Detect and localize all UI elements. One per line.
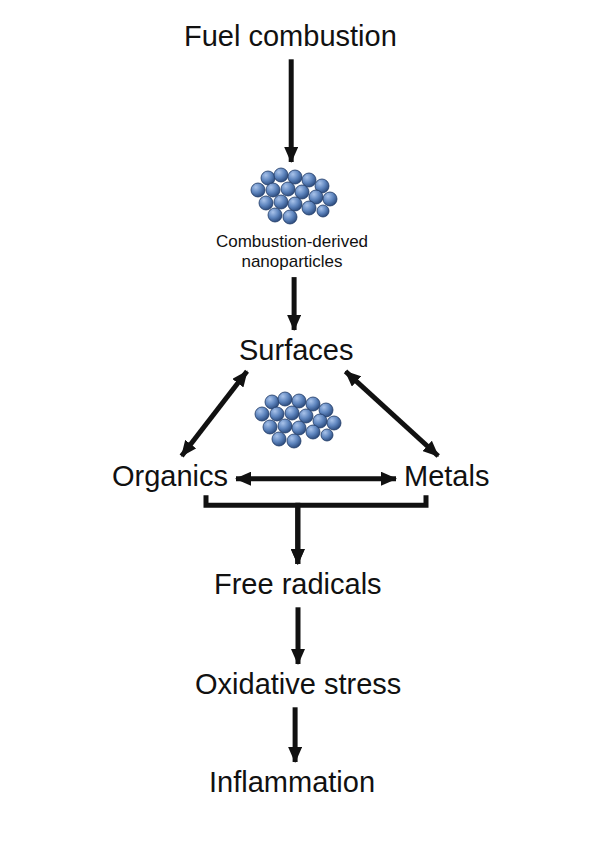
stage-label: Surfaces	[239, 334, 353, 367]
stage-label: Organics	[112, 460, 228, 493]
stage-text: Organics	[112, 460, 228, 493]
nanoparticle-cluster	[250, 390, 342, 450]
flow-arrow	[298, 495, 426, 564]
stage-text: Fuel combustion	[184, 20, 397, 53]
particle-node: Combustion-derived nanoparticles	[192, 166, 392, 271]
flow-arrow	[289, 59, 294, 162]
flow-arrow	[293, 707, 298, 762]
double-arrow	[346, 371, 439, 456]
double-arrow	[236, 476, 396, 481]
particle-caption: Combustion-derived nanoparticles	[192, 232, 392, 271]
stage-text: Metals	[404, 460, 489, 493]
flow-arrow	[296, 607, 301, 664]
double-arrow	[182, 371, 247, 456]
stage-text: Oxidative stress	[195, 668, 401, 701]
stage-text: Surfaces	[239, 334, 353, 367]
flow-arrow	[292, 277, 297, 330]
stage-label: Fuel combustion	[184, 20, 397, 53]
flow-arrow	[206, 495, 298, 564]
stage-label: Free radicals	[214, 568, 382, 601]
stage-label: Oxidative stress	[195, 668, 401, 701]
stage-text: Inflammation	[209, 766, 375, 799]
nanoparticle-cluster	[246, 166, 338, 226]
stage-label: Inflammation	[209, 766, 375, 799]
stage-label: Metals	[404, 460, 489, 493]
stage-text: Free radicals	[214, 568, 382, 601]
